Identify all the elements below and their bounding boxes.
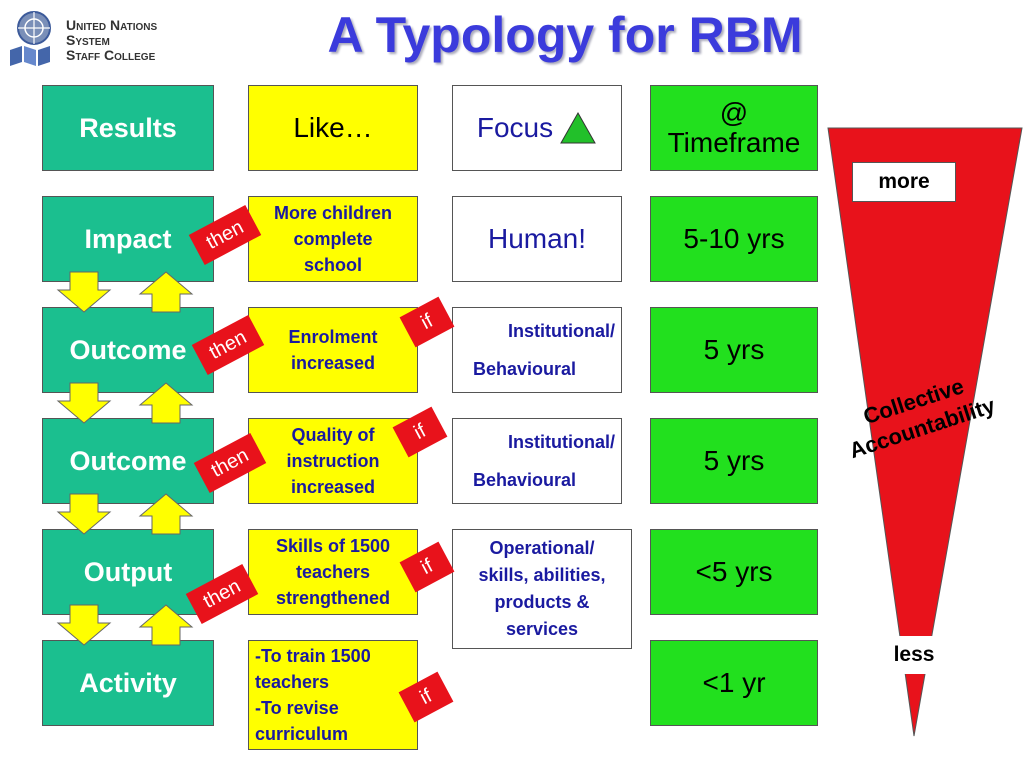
arrow-up-icon: [138, 271, 194, 313]
header-results: Results: [42, 85, 214, 171]
focus-line: skills, abilities,: [478, 565, 606, 585]
like-line: instruction: [286, 451, 380, 471]
page-title: A Typology for RBM: [327, 7, 803, 63]
if-tag-label: if: [417, 554, 437, 579]
timeframe-box-output: <5 yrs: [650, 529, 818, 615]
like-box-outcome-1: Enrolment increased: [248, 307, 418, 393]
level-label: Outcome: [69, 445, 187, 476]
focus-line: Human!: [487, 223, 587, 254]
arrow-up-icon: [138, 604, 194, 646]
focus-line: Behavioural: [473, 470, 577, 490]
timeframe-box-outcome-2: 5 yrs: [650, 418, 818, 504]
level-box-outcome-1: Outcome: [42, 307, 214, 393]
timeframe-value: <5 yrs: [695, 556, 773, 587]
focus-line: Behavioural: [473, 359, 577, 379]
timeframe-box-impact: 5-10 yrs: [650, 196, 818, 282]
triangle-icon: [560, 111, 596, 144]
org-name-line-1: United Nations: [66, 17, 158, 33]
arrow-down-icon: [56, 271, 112, 313]
more-label: more: [878, 170, 930, 193]
like-line: Skills of 1500: [275, 536, 391, 556]
if-tag-label: if: [417, 309, 437, 334]
org-name-line-2: System: [66, 32, 110, 48]
like-line: increased: [290, 353, 376, 373]
level-label: Activity: [79, 667, 177, 698]
level-arrows: [56, 271, 194, 646]
level-label: Output: [83, 556, 173, 587]
arrow-down-icon: [56, 382, 112, 424]
accountability-funnel: [827, 127, 1023, 737]
timeframe-box-outcome-1: 5 yrs: [650, 307, 818, 393]
header-timeframe-label: Timeframe: [667, 127, 801, 158]
focus-line: Institutional/: [508, 432, 615, 452]
like-box-output: Skills of 1500 teachers strengthened: [248, 529, 418, 615]
un-emblem-icon: [10, 11, 51, 66]
logo: United Nations System Staff College: [6, 6, 176, 70]
level-label: Impact: [84, 223, 172, 254]
like-line: curriculum: [255, 724, 349, 744]
focus-line: products &: [494, 592, 590, 612]
focus-line: services: [505, 619, 579, 639]
focus-box-impact: Human!: [452, 196, 622, 282]
focus-line: Operational/: [489, 538, 595, 558]
timeframe-value: 5 yrs: [703, 445, 765, 476]
org-name-line-3: Staff College: [66, 47, 156, 63]
timeframe-value: 5 yrs: [703, 334, 765, 365]
like-line: Quality of: [291, 425, 375, 445]
header-like-label: Like…: [293, 112, 373, 143]
timeframe-box-activity: <1 yr: [650, 640, 818, 726]
arrow-down-icon: [56, 493, 112, 535]
level-box-output: Output: [42, 529, 214, 615]
like-line: -To train 1500: [255, 646, 371, 666]
header-like: Like…: [248, 85, 418, 171]
header-timeframe: @ Timeframe: [650, 85, 818, 171]
level-box-impact: Impact: [42, 196, 214, 282]
timeframe-value: <1 yr: [702, 667, 766, 698]
like-box-impact: More children complete school: [248, 196, 418, 282]
level-box-activity: Activity: [42, 640, 214, 726]
like-line: teachers: [295, 562, 371, 582]
focus-line: Institutional/: [508, 321, 615, 341]
like-line: -To revise: [255, 698, 339, 718]
more-label-box: more: [852, 162, 956, 202]
like-line: strengthened: [275, 588, 390, 608]
header-timeframe-at: @: [719, 97, 749, 128]
like-line: increased: [290, 477, 376, 497]
arrow-up-icon: [138, 493, 194, 535]
if-tag-label: if: [410, 419, 430, 444]
focus-box-output: Operational/ skills, abilities, products…: [452, 529, 632, 649]
like-line: school: [303, 255, 362, 275]
header-focus-label: Focus: [476, 112, 554, 143]
if-tag-label: if: [416, 684, 436, 709]
like-box-outcome-2: Quality of instruction increased: [248, 418, 418, 504]
header-focus: Focus: [452, 85, 622, 171]
arrow-up-icon: [138, 382, 194, 424]
like-line: More children: [273, 203, 393, 223]
level-label: Outcome: [69, 334, 187, 365]
timeframe-value: 5-10 yrs: [683, 223, 785, 254]
like-line: complete: [293, 229, 373, 249]
like-line: Enrolment: [288, 327, 378, 347]
header-results-label: Results: [79, 112, 177, 143]
like-line: teachers: [255, 672, 330, 692]
less-label: less: [893, 643, 935, 666]
less-label-box: less: [868, 636, 960, 674]
arrow-down-icon: [56, 604, 112, 646]
focus-box-outcome-2: Institutional/ Behavioural: [452, 418, 622, 504]
like-box-activity: -To train 1500 teachers -To revise curri…: [248, 640, 418, 750]
focus-box-outcome-1: Institutional/ Behavioural: [452, 307, 622, 393]
